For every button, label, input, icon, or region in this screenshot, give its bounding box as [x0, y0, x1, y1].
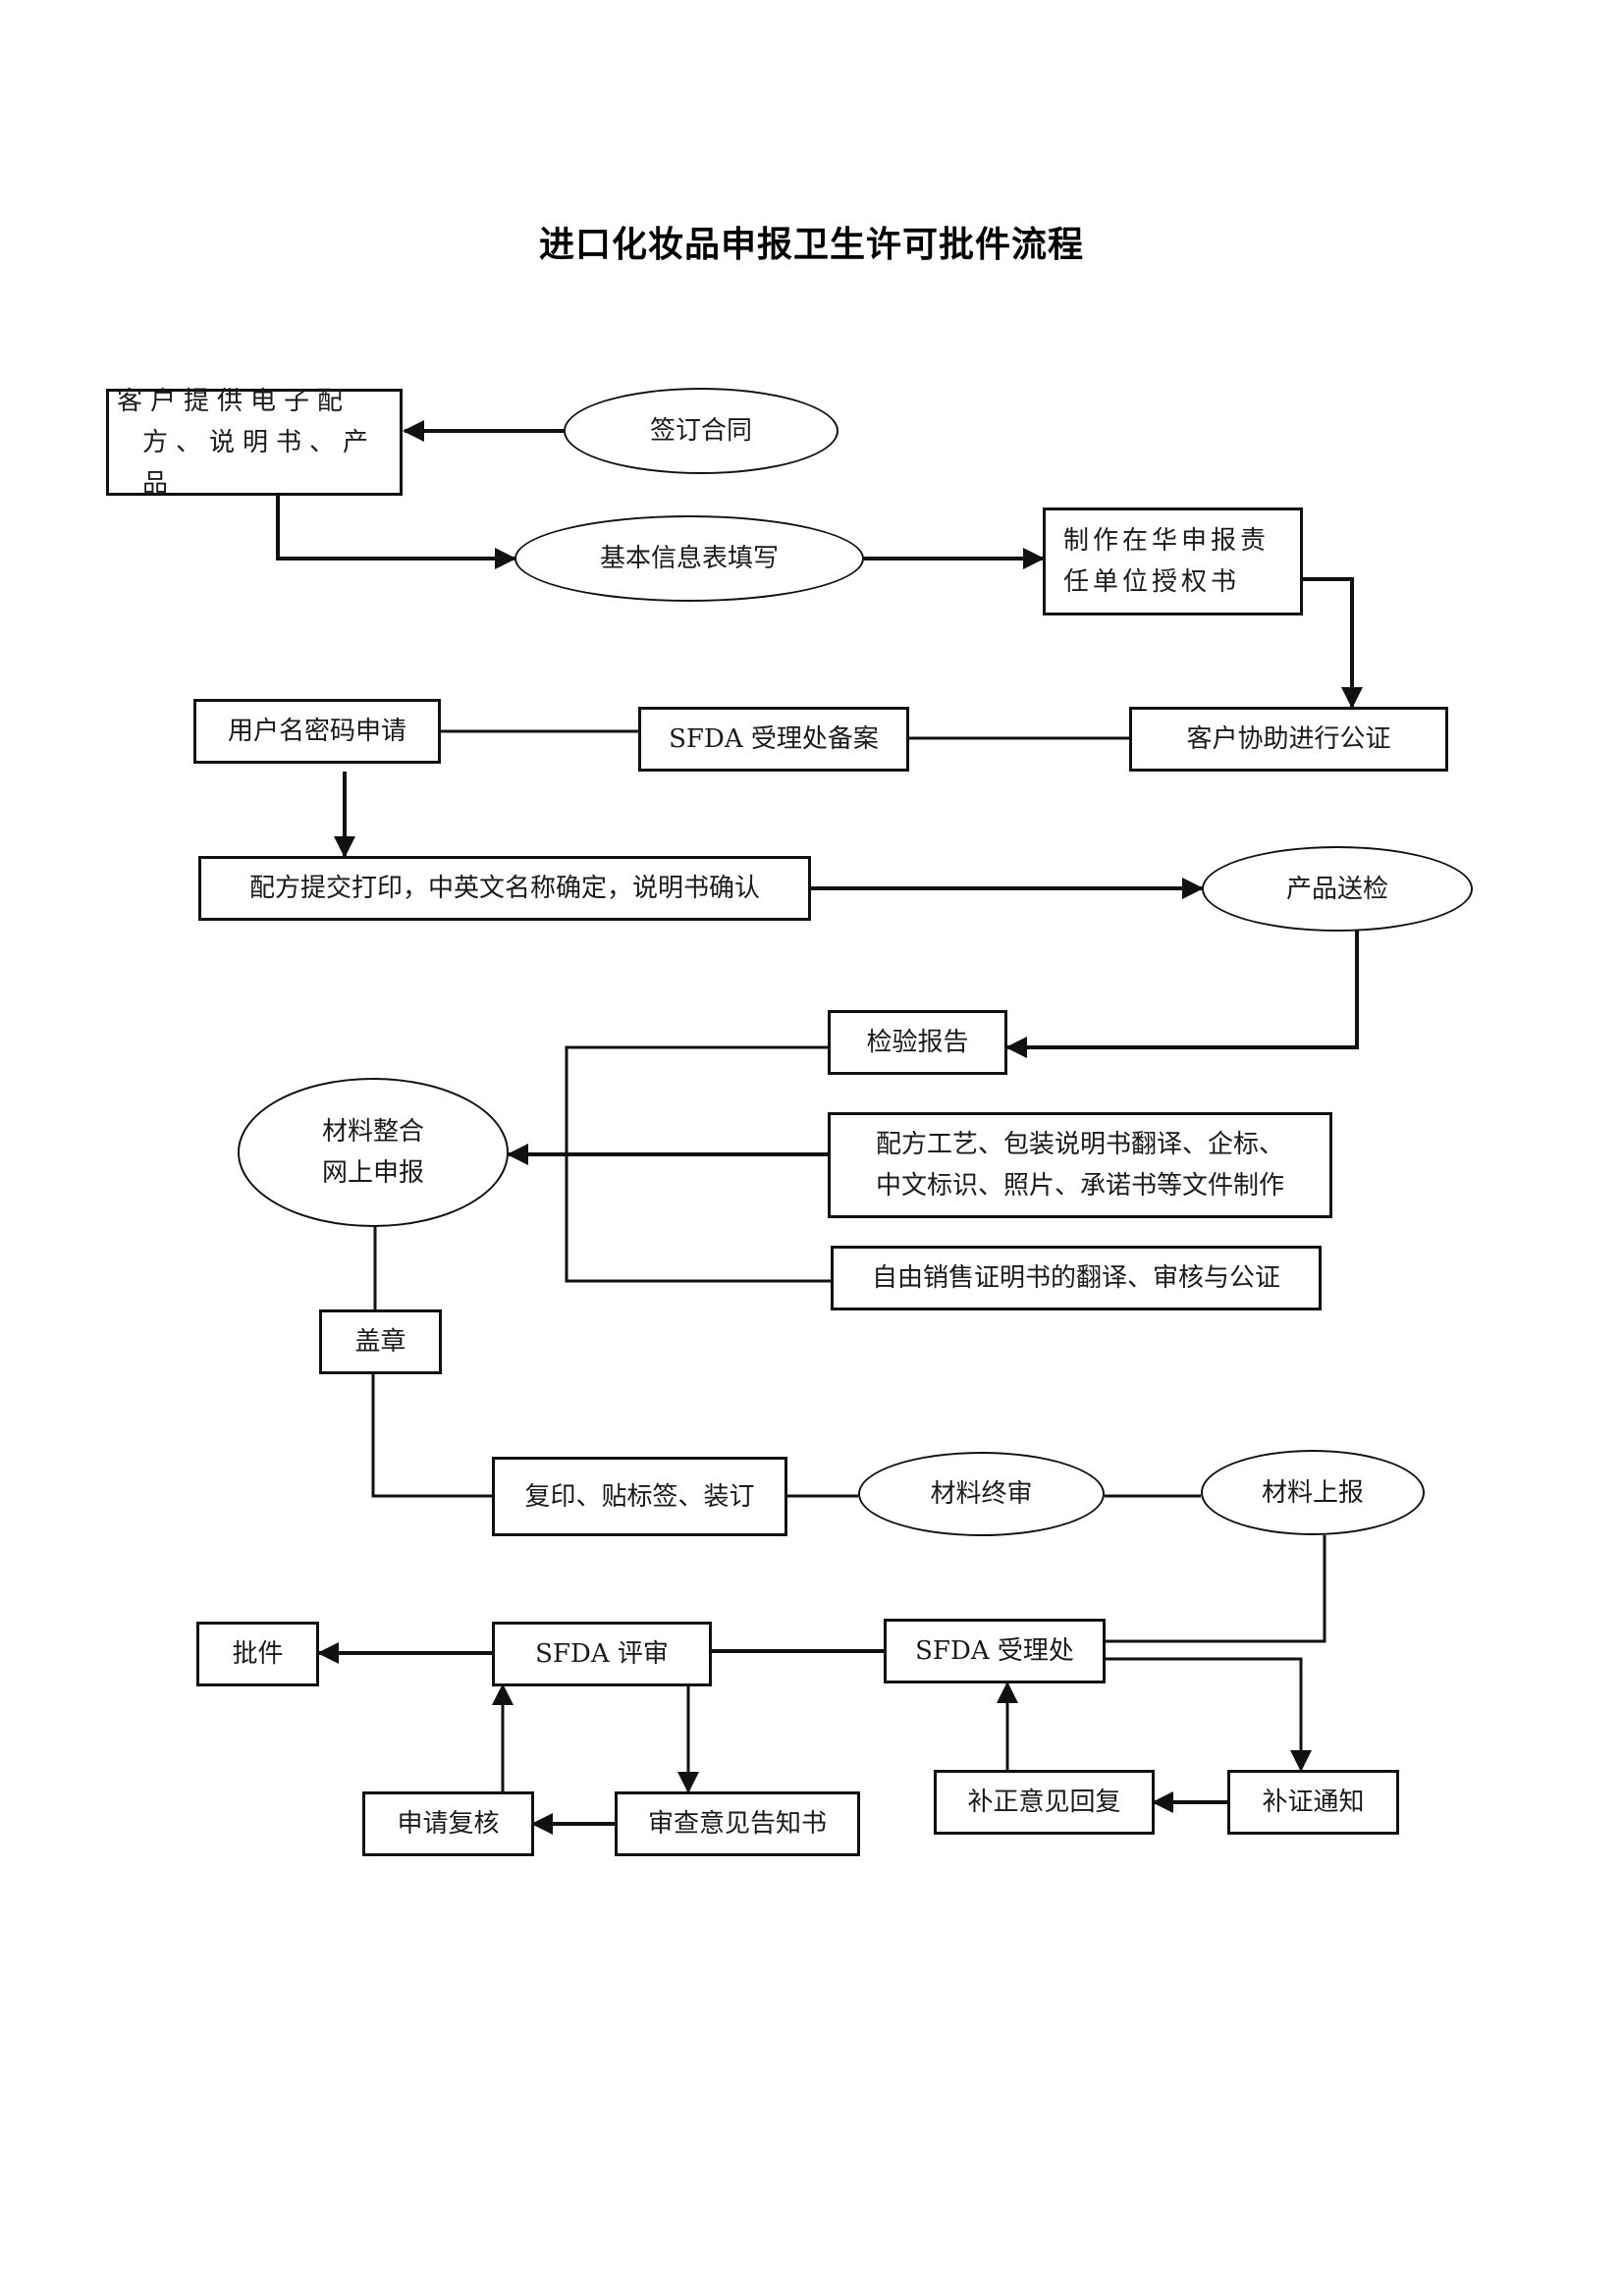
- node-label: 材料整合 网上申报: [321, 1117, 424, 1188]
- edge-submit-acceptance: [1105, 1535, 1326, 1643]
- edge-inspection-to-report: [1005, 931, 1359, 1058]
- node-label: SFDA 评审: [535, 1639, 669, 1669]
- node-label: 补正意见回复: [967, 1788, 1121, 1817]
- node-label: 用户名密码申请: [227, 717, 406, 746]
- edge-report-bracket: [565, 1045, 831, 1283]
- node-label: 补证通知: [1262, 1788, 1365, 1817]
- node-label: 复印、贴标签、装订: [524, 1481, 755, 1512]
- node-final-review: 材料终审: [858, 1452, 1105, 1536]
- node-sfda-review: SFDA 评审: [492, 1622, 712, 1686]
- node-label: 基本信息表填写: [599, 544, 779, 573]
- node-basic-info: 基本信息表填写: [514, 515, 864, 602]
- node-label: 材料上报: [1261, 1477, 1364, 1508]
- node-submit-materials: 材料上报: [1201, 1450, 1425, 1535]
- node-label: 配方提交打印，中英文名称确定，说明书确认: [248, 874, 760, 903]
- node-copy-label-bind: 复印、贴标签、装订: [492, 1457, 787, 1536]
- node-label: 客户提供电子配 方、说明书、产品: [117, 386, 377, 499]
- node-label: 制作在华申报责 任单位授权书: [1063, 526, 1271, 597]
- node-review-opinion: 审查意见告知书: [615, 1791, 860, 1856]
- node-stamp: 盖章: [319, 1309, 442, 1374]
- node-label: 申请复核: [397, 1809, 500, 1839]
- node-label: 产品送检: [1285, 874, 1388, 904]
- node-document-production: 配方工艺、包装说明书翻译、企标、 中文标识、照片、承诺书等文件制作: [828, 1112, 1332, 1218]
- node-label: 自由销售证明书的翻译、审核与公证: [871, 1263, 1280, 1293]
- node-sign-contract: 签订合同: [564, 388, 839, 474]
- edge-authorization-to-notarization: [1301, 577, 1363, 709]
- node-apply-recheck: 申请复核: [362, 1791, 534, 1856]
- node-notarization: 客户协助进行公证: [1129, 707, 1448, 772]
- edge-stamp-copy: [371, 1374, 492, 1498]
- node-label: 材料终审: [930, 1479, 1033, 1509]
- node-label: 检验报告: [866, 1028, 969, 1057]
- node-label: 签订合同: [649, 416, 752, 446]
- node-supplement-reply: 补正意见回复: [934, 1770, 1155, 1835]
- node-supplement-notice: 补证通知: [1227, 1770, 1399, 1835]
- node-authorization: 制作在华申报责 任单位授权书: [1043, 507, 1303, 615]
- node-label: SFDA 受理处: [915, 1636, 1074, 1666]
- node-free-sale-cert: 自由销售证明书的翻译、审核与公证: [831, 1246, 1322, 1310]
- page-title: 进口化妆品申报卫生许可批件流程: [538, 224, 1084, 265]
- node-username-apply: 用户名密码申请: [193, 699, 441, 764]
- edge-acceptance-to-notice: [1105, 1657, 1312, 1772]
- node-formula-submit: 配方提交打印，中英文名称确定，说明书确认: [198, 856, 811, 921]
- node-sfda-acceptance: SFDA 受理处: [884, 1619, 1106, 1683]
- node-sfda-filing: SFDA 受理处备案: [638, 707, 909, 772]
- node-customer-provide: 客户提供电子配 方、说明书、产品: [106, 387, 403, 499]
- node-label: 审查意见告知书: [647, 1809, 827, 1839]
- node-product-inspection: 产品送检: [1202, 846, 1473, 932]
- node-inspection-report: 检验报告: [828, 1010, 1007, 1075]
- node-label: 批件: [232, 1639, 284, 1669]
- node-label: 客户协助进行公证: [1186, 724, 1391, 754]
- node-material-integration: 材料整合 网上申报: [238, 1078, 509, 1227]
- node-label: SFDA 受理处备案: [669, 724, 879, 754]
- node-label: 盖章: [354, 1327, 406, 1357]
- node-label: 配方工艺、包装说明书翻译、企标、 中文标识、照片、承诺书等文件制作: [875, 1130, 1284, 1201]
- edge-customer-to-basicinfo: [276, 496, 516, 569]
- node-approval: 批件: [196, 1622, 319, 1686]
